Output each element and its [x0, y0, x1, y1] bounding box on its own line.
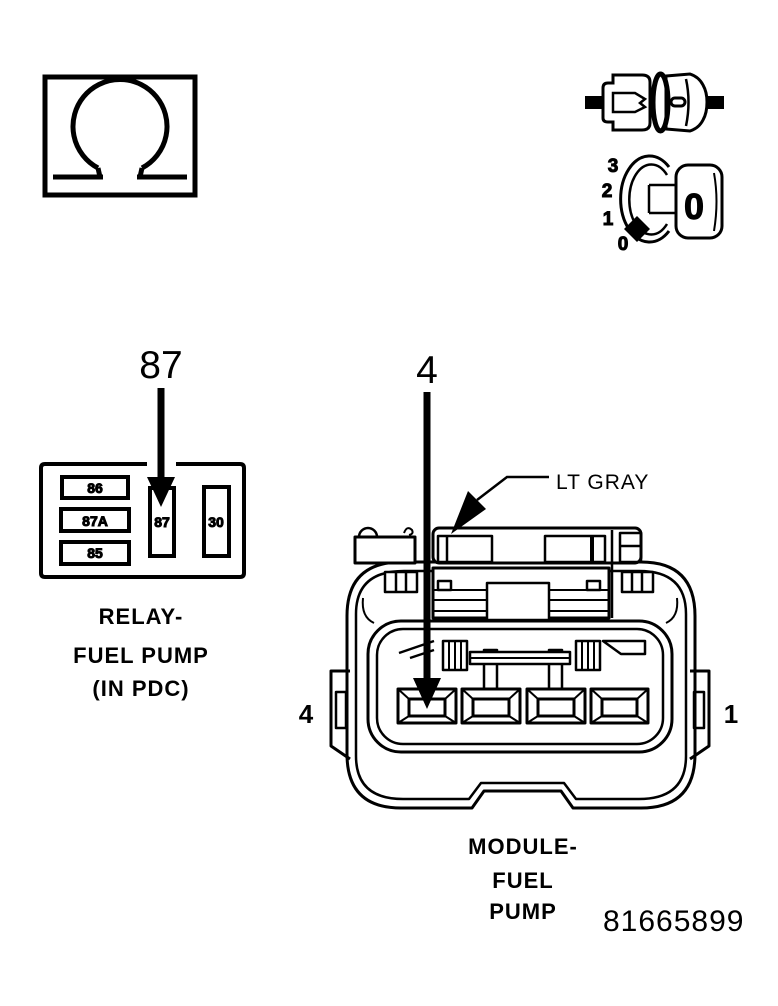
- terminal-slot: [611, 91, 648, 114]
- relay-caption-line1: RELAY-: [99, 604, 184, 629]
- relay-pdc-diagram: 86 87A 85 87 30: [39, 462, 246, 579]
- module-callout: 4: [413, 349, 441, 709]
- color-leader-arrowhead-icon: [451, 491, 486, 534]
- connector-color-label: LT GRAY: [556, 471, 649, 494]
- figure-number: 81665899: [603, 905, 744, 938]
- latch-window-right: [543, 534, 607, 564]
- cap-side-channel: [618, 531, 643, 564]
- mounting-ear-right: [689, 669, 711, 761]
- index-wedge-right: [601, 639, 647, 656]
- connector-shell-inner: [354, 569, 688, 801]
- color-leader-line: [476, 475, 549, 501]
- ignition-position-3: 3: [608, 156, 619, 177]
- latch-window-left: [436, 534, 494, 564]
- relay-cavity-87A: [59, 507, 131, 533]
- band-tab-left: [436, 579, 453, 592]
- lock-tab-box: [353, 535, 417, 565]
- module-callout-arrowhead-icon: [413, 678, 441, 709]
- relay-cavity-85-label: 85: [87, 545, 103, 561]
- connector-pin-left-label: 4: [299, 699, 314, 729]
- wire-stub-right: [707, 96, 724, 109]
- inner-grille-left: [441, 639, 469, 672]
- corner-grille-right: [620, 570, 655, 594]
- mounting-ear-left: [329, 669, 351, 761]
- omega-foot-right: [137, 167, 187, 180]
- lock-tab-hook: [403, 527, 414, 536]
- relay-cavity-85: [59, 540, 131, 566]
- lock-tab-bump: [357, 526, 379, 538]
- relay-outline: [39, 462, 246, 579]
- wire-stub-left: [585, 96, 603, 109]
- relay-callout-label: 87: [139, 344, 182, 387]
- connector-pin-right-label: 1: [724, 699, 738, 729]
- ignition-switch-icon: 0 3 2 1 0: [601, 154, 724, 256]
- connector-half-left: [601, 73, 652, 132]
- terminal-cavity-2: [525, 687, 587, 725]
- key-slot-notch: [647, 183, 677, 215]
- module-caption-line3: PUMP: [489, 899, 557, 924]
- ignition-position-2: 2: [602, 181, 613, 202]
- relay-callout: 87: [139, 344, 183, 507]
- module-caption-line1: MODULE-: [468, 834, 578, 859]
- relay-cavity-30: [202, 485, 231, 558]
- module-callout-label: 4: [416, 349, 438, 392]
- key-head: [674, 163, 724, 240]
- relay-cavity-87-label: 87: [154, 514, 170, 530]
- relay-cavity-86-label: 86: [87, 480, 103, 496]
- lock-cylinder-outer: [619, 154, 671, 244]
- band-tab-right: [585, 579, 602, 592]
- connector-color-callout: LT GRAY: [451, 471, 649, 534]
- omega-icon: [70, 76, 170, 171]
- key-face-label: 0: [684, 186, 704, 227]
- seal-ring: [650, 71, 671, 134]
- shell-corner-arc-left: [361, 597, 375, 624]
- half-right-rib: [684, 78, 690, 127]
- terminal-cavity-1: [589, 687, 650, 725]
- relay-cavity-87A-label: 87A: [82, 513, 108, 529]
- band-center-key: [485, 581, 551, 622]
- ear-slot-left: [334, 690, 348, 730]
- omega-foot-left: [53, 167, 103, 180]
- ignition-position-0: 0: [618, 234, 629, 255]
- corner-grille-left: [383, 570, 419, 594]
- relay-caption-line3: (IN PDC): [92, 676, 189, 701]
- connector-half-right: [664, 72, 709, 133]
- fuel-pump-connector-drawing: [329, 526, 711, 810]
- ohmmeter-symbol: [42, 74, 198, 198]
- connector-shell-outer: [345, 560, 697, 810]
- relay-cavity-86: [60, 475, 130, 500]
- relay-caption-line2: FUEL PUMP: [73, 643, 209, 668]
- inner-grille-right: [574, 639, 602, 672]
- seal-frame-inner: [375, 627, 665, 746]
- terminal-cavity-3: [460, 687, 522, 725]
- top-cap: [431, 526, 643, 565]
- relay-callout-arrowhead-icon: [147, 477, 175, 507]
- shell-corner-arc-right: [665, 597, 679, 624]
- key-head-edge: [713, 172, 718, 232]
- ear-slot-right: [692, 690, 706, 730]
- relay-cavity-30-label: 30: [208, 514, 224, 530]
- position-pointer-icon: [624, 216, 650, 242]
- ignition-position-1: 1: [603, 209, 614, 230]
- lock-cylinder-inner: [628, 163, 669, 236]
- half-right-slot: [669, 96, 687, 108]
- seal-frame-outer: [366, 619, 674, 754]
- module-caption-line2: FUEL: [492, 868, 553, 893]
- inline-connector-icon: [585, 71, 724, 134]
